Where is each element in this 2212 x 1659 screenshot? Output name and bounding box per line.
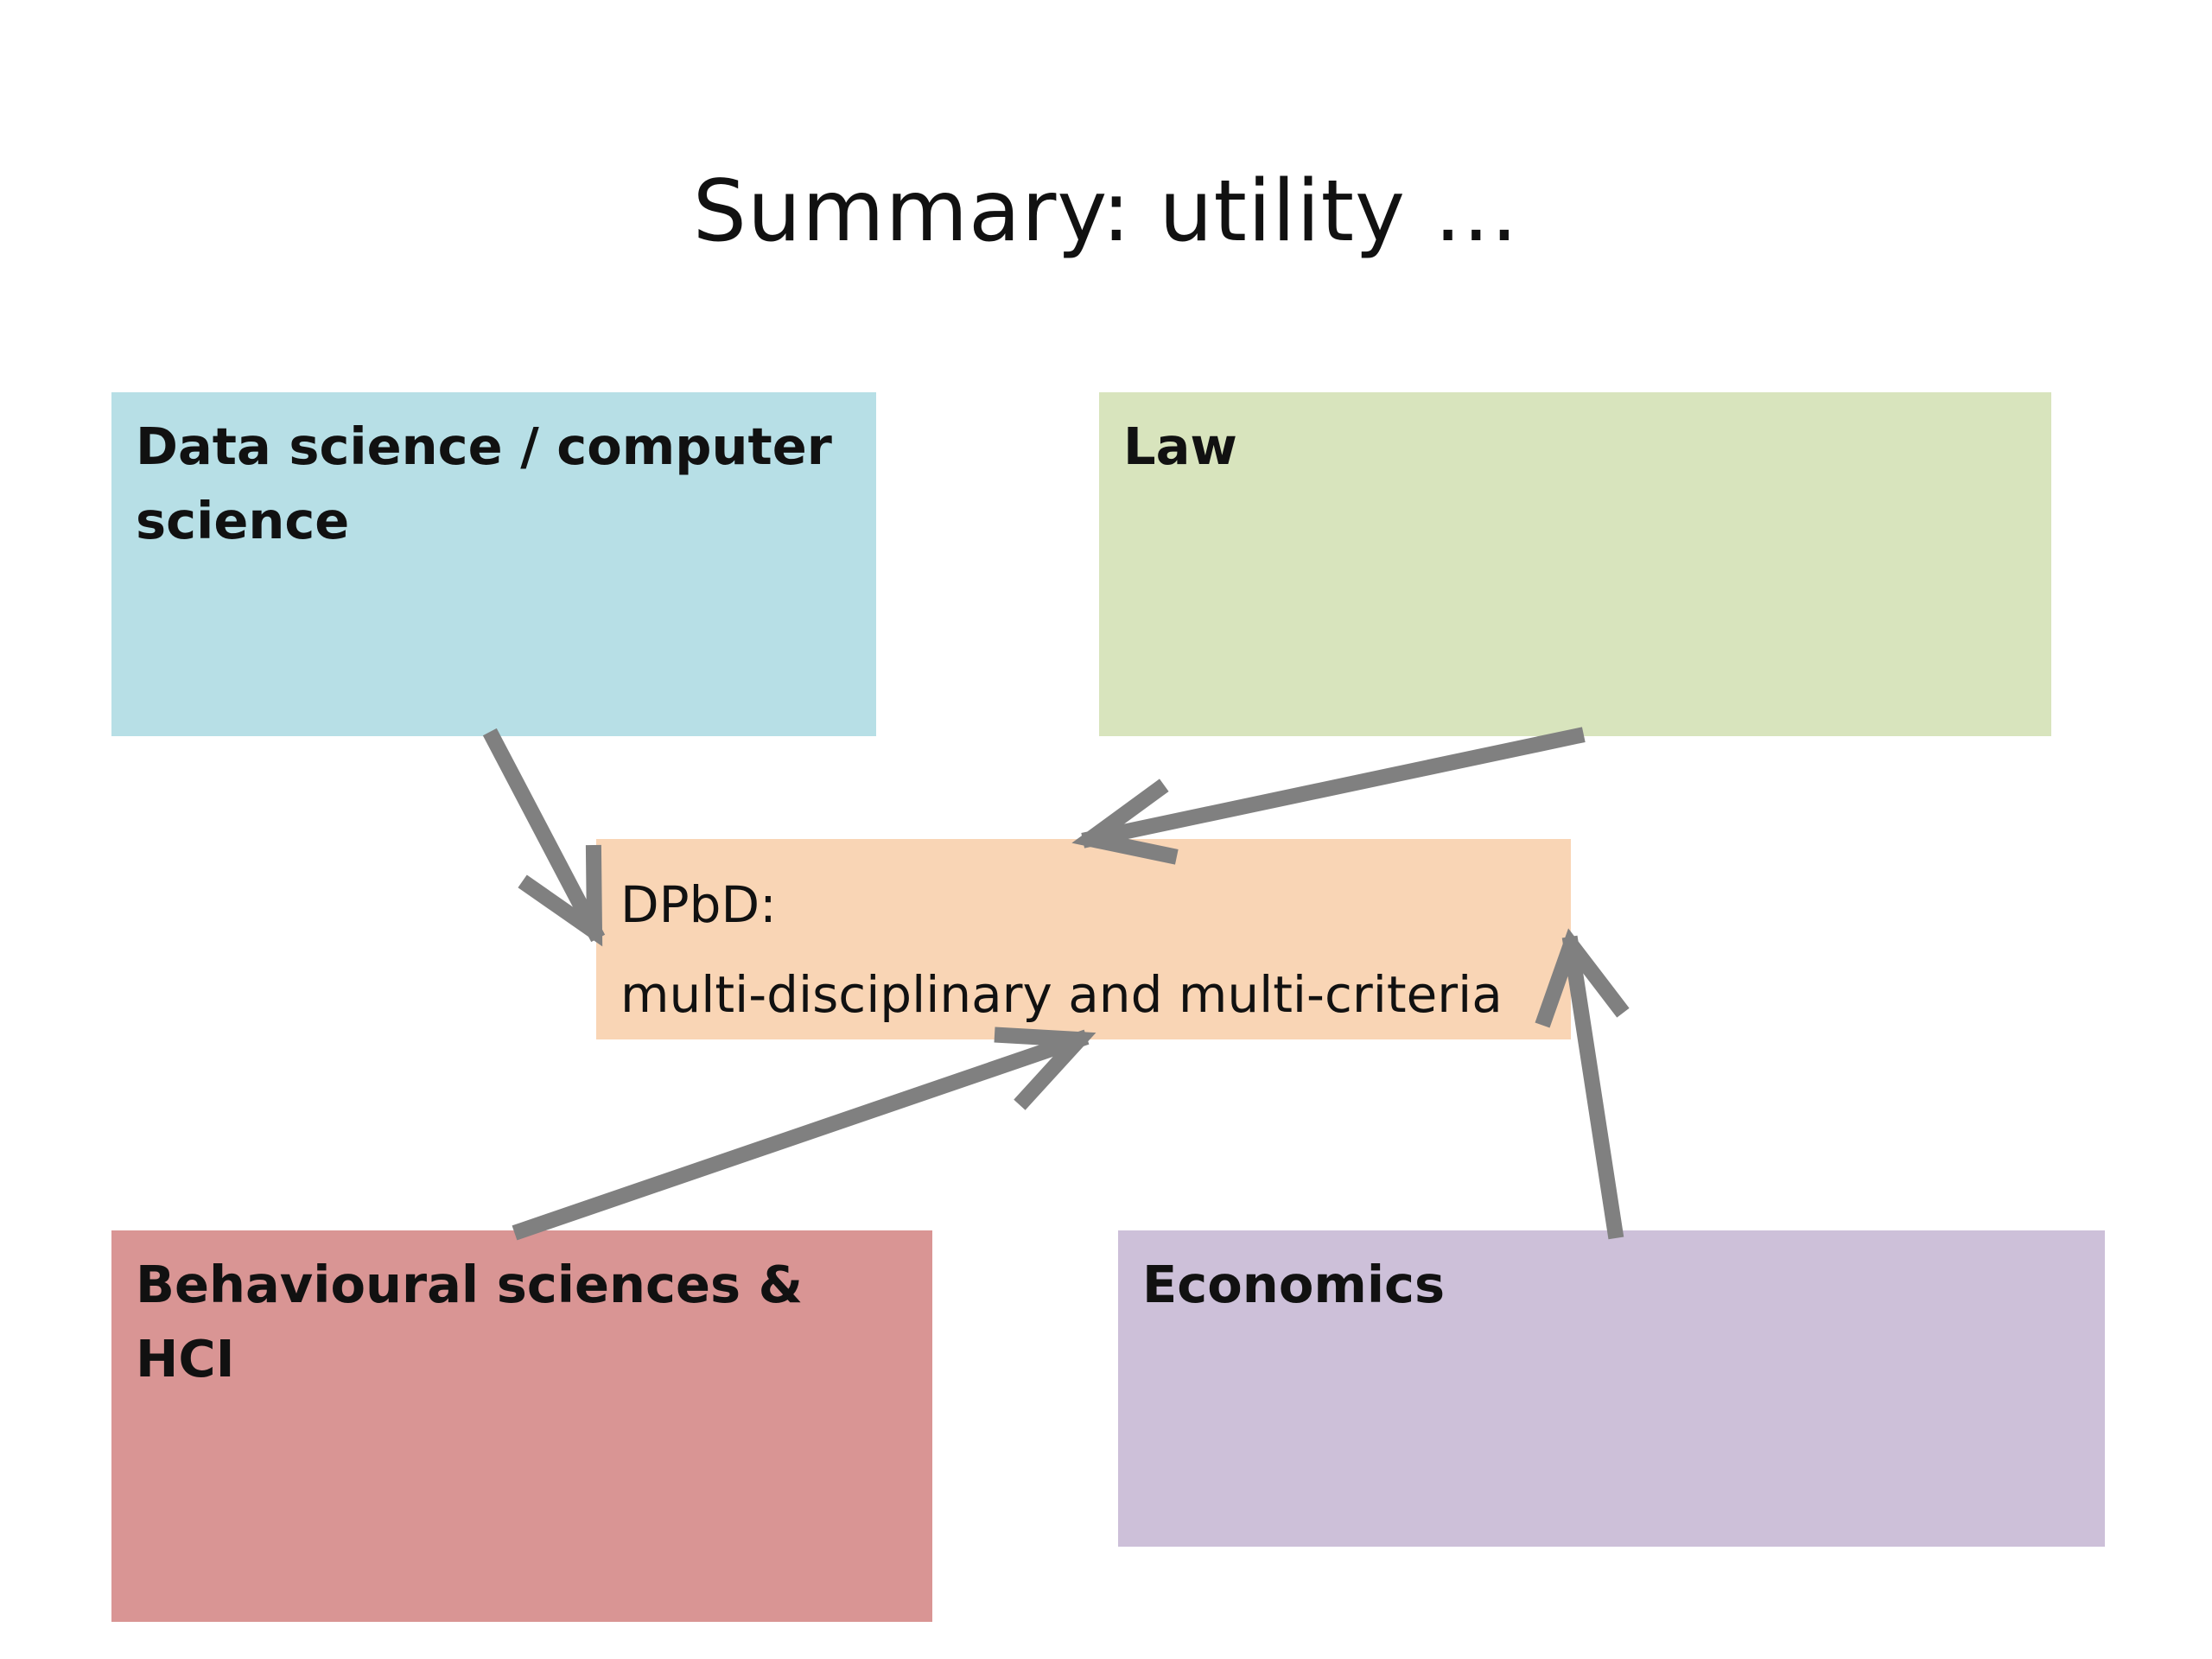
dpbd-center-box: DPbD: multi-disciplinary and multi-crite… [596,839,1571,1039]
arrow-behavioural-to-dpbd [512,1027,1096,1241]
data-science-box: Data science / computer science [111,392,876,736]
data-science-label-line1: Data science / computer [136,416,832,476]
arrow-law-to-dpbd [1071,727,1586,865]
slide-title: Summary: utility … [692,162,1520,261]
law-label: Law [1123,416,1237,476]
behavioural-label: Behavioural sciences & HCI [136,1255,804,1389]
economics-box: Economics [1118,1230,2105,1547]
dpbd-description: multi-disciplinary and multi-criteria [620,965,1503,1024]
economics-label: Economics [1142,1255,1446,1314]
arrow-data-science-to-dpbd [482,728,606,947]
behavioural-box: Behavioural sciences & HCI [111,1230,932,1622]
dpbd-label: DPbD: [620,875,777,934]
law-box: Law [1099,392,2051,736]
data-science-label-line2: science [136,491,350,550]
